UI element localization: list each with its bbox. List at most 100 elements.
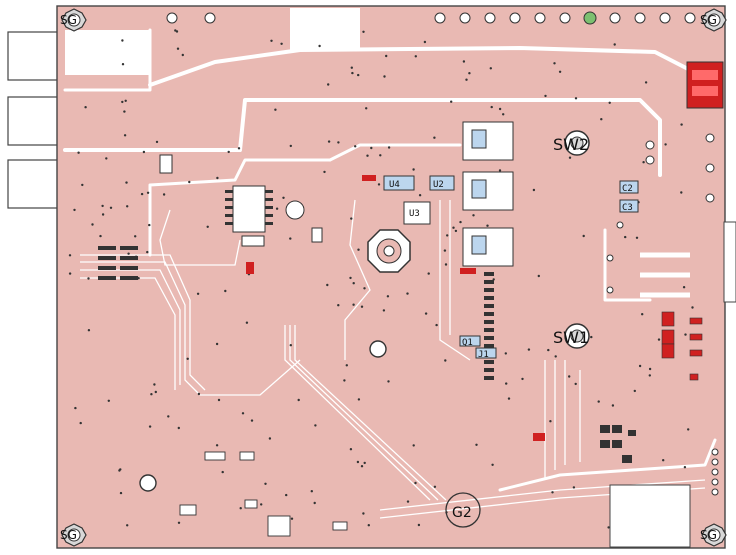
via	[188, 180, 191, 184]
via	[142, 150, 146, 154]
via	[363, 461, 366, 465]
via	[352, 282, 355, 285]
via	[121, 39, 124, 42]
via	[385, 54, 388, 58]
hole-top-right-label: SG	[700, 13, 717, 27]
via	[554, 355, 557, 358]
via	[472, 214, 475, 217]
via	[121, 100, 124, 104]
mounting-holes: SG SG SG SG	[60, 8, 727, 547]
strip-pad	[484, 296, 494, 300]
strip-pad	[484, 280, 494, 284]
right-edge-tab	[723, 221, 736, 303]
via	[101, 204, 104, 208]
via	[155, 140, 159, 144]
via	[367, 524, 370, 527]
via	[349, 448, 353, 451]
component-small-2	[311, 227, 323, 243]
via	[498, 107, 502, 111]
via	[412, 444, 415, 447]
via	[356, 460, 360, 464]
via	[357, 73, 360, 77]
via	[521, 377, 524, 381]
via	[551, 491, 554, 494]
via	[624, 235, 627, 239]
gap-right-lower	[603, 228, 652, 302]
via	[349, 276, 352, 280]
via	[489, 67, 492, 70]
via	[357, 248, 360, 251]
via	[73, 208, 76, 212]
bottom-part-g2: G2	[445, 492, 481, 528]
via	[504, 352, 507, 355]
via	[350, 66, 353, 69]
via	[107, 399, 111, 402]
large-hole-bottom-left	[139, 474, 157, 492]
via	[352, 303, 355, 306]
trace-bus-2	[80, 261, 201, 396]
via	[264, 482, 267, 485]
via	[600, 118, 603, 121]
via	[537, 274, 540, 278]
via	[177, 521, 181, 524]
via	[354, 145, 357, 148]
gap-bottom	[498, 438, 717, 492]
left-connector-3	[7, 159, 64, 209]
trace-diag-2	[289, 325, 439, 501]
via	[462, 60, 466, 63]
c2-label: C2	[622, 184, 633, 194]
via	[558, 70, 562, 74]
via	[490, 105, 493, 109]
via	[433, 136, 436, 139]
left-connector-2	[7, 96, 64, 146]
via	[146, 191, 150, 194]
via	[568, 156, 572, 159]
via	[475, 443, 478, 446]
via	[387, 380, 390, 383]
via	[582, 234, 585, 238]
power-plane-gap-top	[148, 46, 692, 87]
via	[241, 412, 245, 415]
via	[468, 72, 471, 75]
via	[289, 237, 292, 240]
u3-label: U3	[409, 209, 420, 219]
trace-bus-1	[80, 254, 206, 391]
via	[527, 348, 531, 351]
strip-pad	[484, 368, 494, 372]
via	[382, 309, 386, 312]
via	[148, 223, 151, 227]
via	[360, 465, 364, 468]
via	[642, 161, 645, 164]
via	[486, 224, 489, 227]
via	[366, 154, 369, 157]
right-coil-loops	[640, 252, 690, 298]
via	[337, 304, 340, 307]
u4-label: U4	[389, 180, 400, 190]
via	[153, 383, 156, 386]
via	[680, 191, 683, 194]
via	[412, 168, 415, 171]
via	[314, 424, 317, 427]
via	[443, 249, 447, 252]
via	[682, 286, 686, 289]
via	[662, 459, 665, 462]
via	[118, 469, 121, 472]
hole-top-right: SG	[700, 8, 727, 32]
hole-top-left: SG	[60, 8, 87, 32]
via	[285, 493, 288, 497]
via	[664, 143, 667, 146]
via	[574, 382, 577, 386]
via	[613, 43, 616, 46]
via	[459, 220, 462, 224]
via	[454, 229, 458, 233]
via	[611, 404, 615, 407]
strip-pad	[484, 376, 494, 380]
via	[290, 517, 294, 520]
via	[351, 71, 354, 75]
hole-bottom-left-label: SG	[60, 528, 77, 542]
via	[365, 107, 368, 110]
left-connector-1	[7, 31, 64, 81]
via	[282, 196, 285, 199]
trace-long-1	[200, 359, 301, 396]
